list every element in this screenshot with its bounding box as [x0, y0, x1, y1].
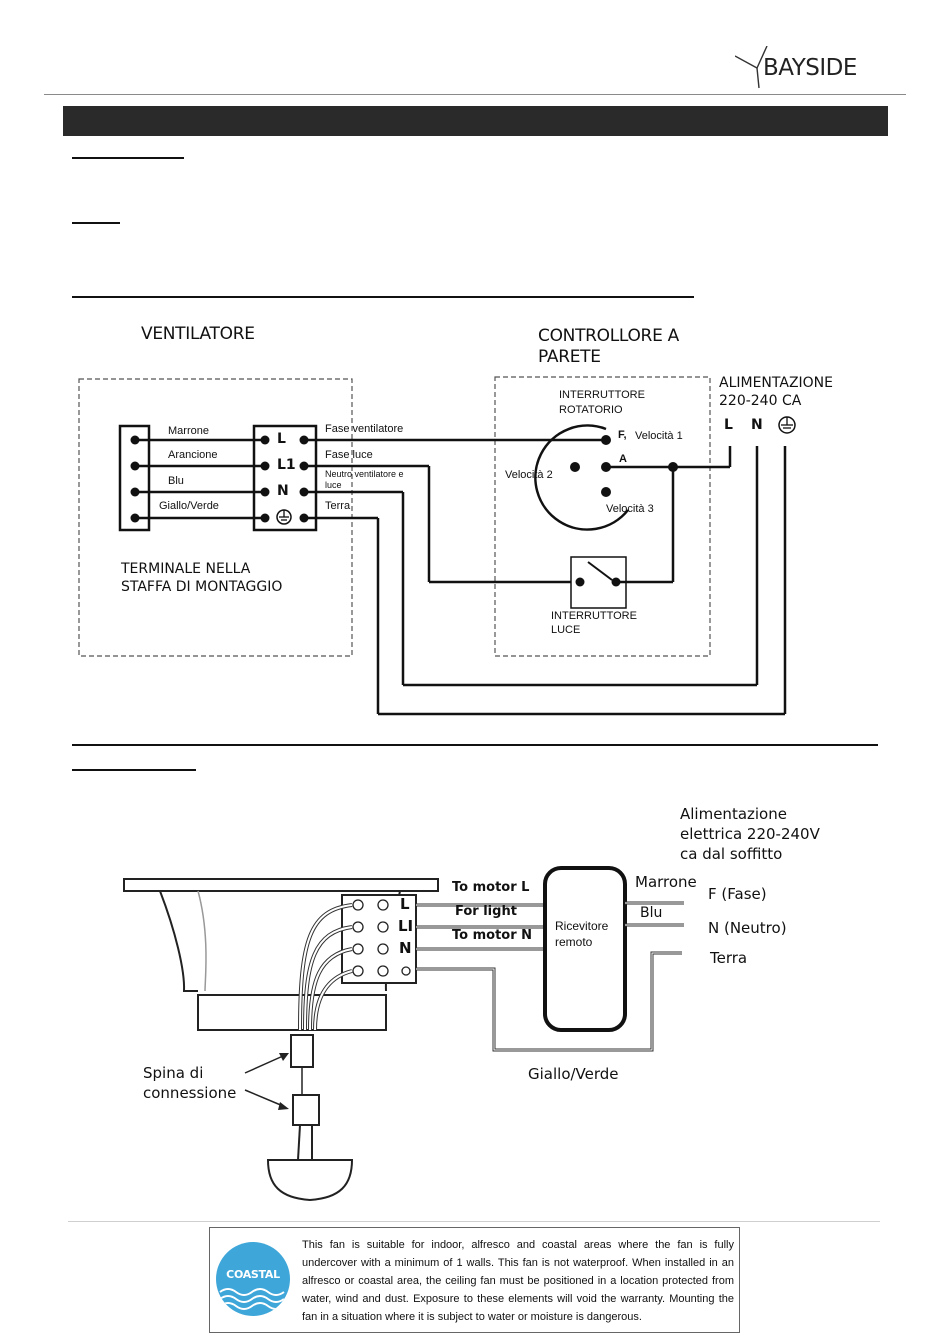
wire-orange: Arancione: [168, 449, 218, 461]
feed-neutral-2: luce: [325, 480, 342, 490]
phase-label: F (Fase): [708, 885, 767, 903]
underline-5: [72, 769, 196, 771]
fan-terminal-l: L: [277, 431, 286, 447]
fan-terminal-n: N: [277, 483, 289, 499]
motor-l-label: To motor L: [452, 880, 530, 895]
block-terminal-li: LI: [398, 917, 414, 935]
remote-receiver-wiring-diagram: [123, 866, 684, 1202]
speed-1-label: Velocità 1: [635, 430, 683, 442]
rotary-switch-arc: [534, 424, 629, 531]
controller-title-1: CONTROLLORE A: [538, 326, 679, 346]
yellow-green-label: Giallo/Verde: [528, 1065, 619, 1083]
feed-light-phase: Fase luce: [325, 449, 373, 461]
block-terminal-l: L: [400, 895, 410, 913]
coastal-badge-icon: COASTAL: [216, 1242, 290, 1316]
wire-brown: Marrone: [168, 425, 209, 437]
wire-yellow-green: Giallo/Verde: [159, 500, 219, 512]
notice-text: This fan is suitable for indoor, alfresc…: [302, 1239, 734, 1323]
for-light-label: For light: [455, 904, 517, 919]
supply-ceiling-1: Alimentazione: [680, 805, 787, 823]
footer-divider: [68, 1221, 880, 1222]
supply-label-2: 220-240 CA: [719, 393, 802, 409]
brand-name: BAYSIDE: [763, 55, 857, 81]
header-divider: [44, 94, 906, 95]
underline-2: [72, 222, 120, 224]
speed-3-label: Velocità 3: [606, 503, 654, 515]
fan-title: VENTILATORE: [141, 324, 255, 344]
motor-n-label: To motor N: [452, 928, 533, 943]
coastal-badge-label: COASTAL: [226, 1268, 280, 1281]
wire-blue: Blu: [168, 475, 184, 487]
bayside-logo-icon: [735, 46, 768, 89]
speed-2-label: Velocità 2: [505, 469, 553, 481]
rotary-label-2: ROTATORIO: [559, 404, 623, 416]
brown-label: Marrone: [635, 873, 697, 891]
terminal-label-1: TERMINALE NELLA: [121, 561, 251, 577]
supply-terminal-n: N: [751, 417, 763, 433]
section-header-bar: [63, 106, 888, 136]
plug-label-1: Spina di: [143, 1064, 204, 1082]
light-switch-label-2: LUCE: [551, 624, 581, 636]
supply-ceiling-3: ca dal soffitto: [680, 845, 783, 863]
underline-4: [72, 744, 878, 746]
supply-terminal-l: L: [724, 417, 733, 433]
remote-receiver-box: [543, 866, 627, 1032]
plug-label-2: connessione: [143, 1084, 237, 1102]
controller-title-2: PARETE: [538, 347, 601, 367]
receiver-label-2: remoto: [555, 935, 593, 949]
terminal-label-2: STAFFA DI MONTAGGIO: [121, 579, 283, 595]
neutral-label: N (Neutro): [708, 919, 787, 937]
coastal-notice: COASTAL This fan is suitable for indoor,…: [209, 1227, 740, 1333]
underline-1: [72, 157, 184, 159]
supply-ceiling-2: elettrica 220-240V: [680, 825, 820, 843]
fan-terminal-l1: L1: [277, 457, 296, 473]
receiver-label-1: Ricevitore: [555, 919, 609, 933]
wave-icon: [219, 1288, 285, 1310]
block-terminal-n: N: [399, 939, 412, 957]
blue-label: Blu: [640, 905, 663, 921]
supply-label-1: ALIMENTAZIONE: [719, 375, 834, 391]
feed-neutral-1: Neutro ventilatore e: [325, 469, 404, 479]
switch-f-label: F,: [618, 429, 627, 441]
feed-fan-phase: Fase ventilatore: [325, 423, 404, 435]
rotary-label-1: INTERRUTTORE: [559, 389, 645, 401]
switch-a-label: A: [619, 453, 627, 465]
earth-label: Terra: [710, 949, 748, 967]
wall-controller-wiring-diagram: [78, 376, 796, 716]
underline-3: [72, 296, 694, 298]
light-switch-label-1: INTERRUTTORE: [551, 610, 637, 622]
feed-earth: Terra: [325, 500, 351, 512]
controller-box: [494, 376, 711, 657]
